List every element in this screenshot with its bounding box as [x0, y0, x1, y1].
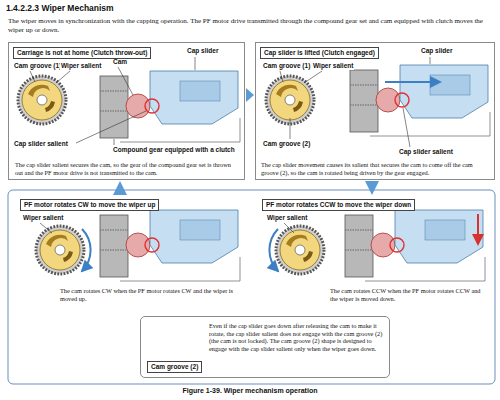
leader-line — [280, 71, 283, 82]
part-label: Cap slider — [186, 47, 219, 55]
panel-heading: Cap slider is lifted (Clutch engaged) — [260, 47, 379, 59]
part-label: Wiper salient — [60, 62, 102, 70]
part-label: Compound gear equipped with a clutch — [112, 146, 236, 154]
arrow-triangle — [246, 88, 254, 102]
group-frame — [8, 190, 495, 384]
cam-gear — [36, 226, 84, 274]
motion-arrow — [385, 81, 440, 83]
mechanism — [350, 65, 490, 136]
leader-line — [40, 223, 52, 233]
leader-line — [403, 108, 410, 147]
step-panel: Cap slider is lifted (Clutch engaged) The… — [255, 42, 495, 180]
mechanism — [100, 71, 240, 142]
cam-gear — [18, 76, 66, 124]
flow-arrow — [113, 181, 127, 195]
part-label: Cam groove (2) — [262, 140, 311, 148]
leader-line — [284, 223, 294, 233]
mechanism — [345, 210, 485, 281]
callout-box: Cam groove (2) — [147, 361, 202, 373]
step-panel: PF motor rotates CW to move the wiper up… — [15, 196, 245, 312]
part-label: Cam groove (1) — [262, 62, 311, 70]
part-label: Wiper salient — [266, 214, 308, 222]
rotation-arrow — [82, 229, 91, 271]
box-text: Cam groove (2) — [151, 363, 198, 370]
part-label: Cam groove (1) — [13, 62, 62, 70]
leader-line — [30, 71, 35, 82]
flow-arrow — [365, 181, 379, 195]
mechanism — [100, 210, 240, 281]
panel-text: Even if the cap slider goes down after r… — [209, 322, 385, 352]
part-label: Cap slider salient — [398, 148, 454, 156]
note-box: Even if the cap slider goes down after r… — [140, 316, 390, 378]
figure-caption: Figure 1-39. Wiper mechanism operation — [0, 387, 500, 394]
part-label: Cam — [112, 58, 128, 66]
step-panel: Carriage is not at home (Clutch throw-ou… — [8, 42, 245, 180]
cam-gear — [276, 226, 324, 274]
intro-text: The wiper moves in synchronization with … — [8, 17, 495, 35]
leader-line — [290, 118, 291, 139]
part-label: Cap slider salient — [13, 140, 69, 148]
panel-heading: PF motor rotates CW to move the wiper up — [20, 199, 159, 211]
leader-line — [56, 71, 70, 83]
leader-line — [118, 67, 133, 95]
panel-text: The cam rotates CW when the PF motor rot… — [60, 287, 240, 302]
leader-line — [195, 57, 196, 70]
panel-text: The cam rotates CCW when the PF motor ro… — [330, 287, 485, 302]
leader-line — [430, 57, 431, 64]
motion-arrow — [477, 214, 479, 244]
panel-text: The cap slider movement causes its salie… — [261, 161, 491, 176]
panel-heading: PF motor rotates CCW to move the wiper d… — [262, 199, 415, 211]
leader-line — [304, 71, 322, 83]
leader-line — [76, 111, 146, 143]
part-label: Wiper salient — [312, 62, 354, 70]
section-title: 1.4.2.2.3 Wiper Mechanism — [6, 3, 114, 13]
step-panel: PF motor rotates CCW to move the wiper d… — [255, 196, 490, 312]
rotation-arrow — [269, 229, 278, 271]
panel-text: The cap slider salient secures the cam, … — [15, 161, 240, 176]
leader-line — [114, 139, 115, 145]
panel-heading: Carriage is not at home (Clutch throw-ou… — [13, 47, 151, 59]
cam-gear — [266, 76, 314, 124]
arrow-triangle — [365, 181, 379, 195]
part-label: Wiper salient — [22, 214, 64, 222]
part-label: Cap slider — [420, 47, 453, 55]
arrow-triangle — [113, 181, 127, 195]
flow-arrow — [246, 88, 254, 102]
